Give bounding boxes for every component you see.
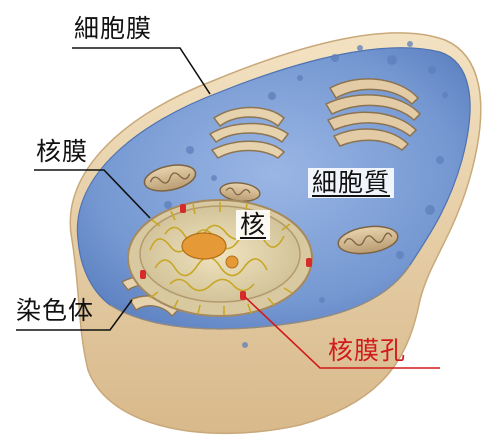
label-cytoplasm: 細胞質 (308, 168, 394, 198)
label-cell-membrane: 細胞膜 (74, 14, 152, 44)
label-nuclear-pore: 核膜孔 (328, 336, 406, 366)
endoplasmic-reticulum (210, 108, 288, 159)
nucleus-group (128, 200, 312, 316)
leader-cell-membrane (72, 48, 210, 94)
label-chromosome: 染色体 (16, 296, 94, 326)
nucleolus (182, 233, 226, 259)
label-nuclear-envelope: 核膜 (36, 137, 88, 167)
label-nucleus: 核 (236, 210, 270, 240)
